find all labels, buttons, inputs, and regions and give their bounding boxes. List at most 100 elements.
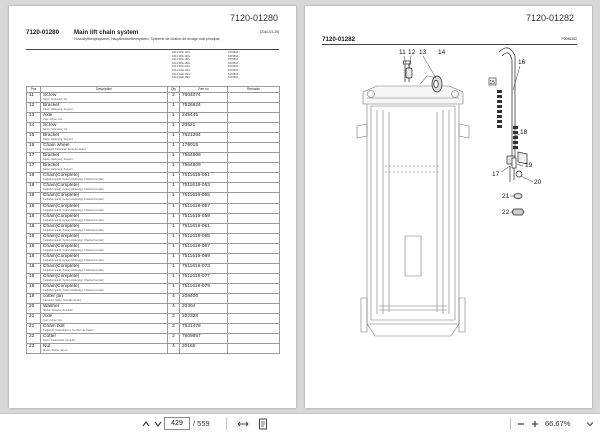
model-serial: 6370816 - bbox=[228, 58, 240, 62]
row-description-text: cotter pin bbox=[43, 293, 63, 299]
row-remarks bbox=[227, 162, 280, 174]
zoom-in-button[interactable] bbox=[528, 417, 542, 431]
model-serial: 6370816 - bbox=[228, 72, 240, 76]
row-qty: 1 bbox=[167, 242, 180, 254]
row-pos: 11 bbox=[26, 91, 41, 104]
model-name: 1814 SPE 125L bbox=[172, 51, 191, 54]
row-description-text: Washer bbox=[43, 303, 60, 309]
row-description-translations: Fäste; Halterung; Support bbox=[43, 108, 73, 112]
row-part-number: 7511616-051 bbox=[179, 172, 228, 184]
callout-leaders bbox=[403, 55, 534, 213]
row-description: Chain(Complete)Kedja(komplett); Kette(vo… bbox=[40, 212, 168, 224]
row-pos: 15 bbox=[26, 132, 41, 144]
row-qty: 4 bbox=[167, 292, 180, 304]
zoom-out-button[interactable] bbox=[514, 417, 528, 431]
row-remarks bbox=[227, 112, 280, 124]
row-part-number: 20165 bbox=[179, 343, 228, 355]
row-description-translations: Axel; Achse; Axe bbox=[43, 118, 63, 122]
row-qty: 4 bbox=[167, 343, 180, 355]
row-description: Chain(Complete)Kedja(komplett); Kette(vo… bbox=[40, 222, 168, 234]
row-pos: 18 bbox=[26, 272, 41, 284]
row-qty: 1 bbox=[167, 192, 180, 204]
row-description-text: Chain(Complete) bbox=[43, 203, 80, 209]
row-qty: 1 bbox=[167, 222, 180, 234]
fit-width-button[interactable] bbox=[236, 417, 250, 431]
row-part-number: 7521254 bbox=[179, 132, 228, 144]
row-qty: 4 bbox=[167, 302, 180, 315]
row-description-translations: Kedja(komplett); Kette(vollständig); Cha… bbox=[43, 278, 104, 282]
figure-reference: P0046182 bbox=[561, 37, 577, 41]
row-part-number: 208406 bbox=[179, 292, 228, 304]
model-serial: 6370816 - bbox=[228, 51, 240, 54]
row-description-text: Nut bbox=[43, 344, 51, 350]
model-serial: 6370816 - bbox=[228, 54, 240, 58]
row-part-number: 7511616-069 bbox=[179, 252, 228, 264]
callout-15: 15 bbox=[490, 80, 496, 86]
page-number-input[interactable]: 429 bbox=[164, 417, 190, 430]
fit-page-button[interactable] bbox=[256, 417, 270, 431]
row-remarks bbox=[227, 252, 280, 264]
row-description: Chain(Complete)Kedja(komplett); Kette(vo… bbox=[40, 172, 168, 184]
row-qty: 1 bbox=[167, 102, 180, 114]
zoom-level-dropdown[interactable]: 66.67% bbox=[545, 419, 571, 428]
row-description-translations: Kedja(komplett); Kette(vollständig); Cha… bbox=[43, 268, 104, 272]
row-description: Chain(Complete)Kedja(komplett); Kette(vo… bbox=[40, 192, 168, 204]
row-description-translations: Kedja(komplett); Kette(vollständig); Cha… bbox=[43, 198, 104, 202]
row-description-text: Chain(Complete) bbox=[43, 183, 80, 189]
row-pos: 17 bbox=[26, 152, 41, 164]
row-qty: 1 bbox=[167, 142, 180, 154]
row-description-text: Chain(Complete) bbox=[43, 283, 80, 289]
zoom-dropdown-button[interactable] bbox=[583, 417, 597, 431]
row-part-number: 7511616-053 bbox=[179, 182, 228, 194]
row-remarks bbox=[227, 212, 280, 224]
row-description-translations: Kedja(komplett); Kette(vollständig); Cha… bbox=[43, 288, 104, 292]
next-page-button[interactable] bbox=[151, 417, 165, 431]
previous-page-button[interactable] bbox=[139, 417, 153, 431]
section-divider bbox=[26, 49, 279, 50]
row-description-text: Axle bbox=[43, 113, 53, 119]
callout-12: 12 bbox=[408, 49, 416, 56]
row-remarks bbox=[227, 232, 280, 244]
row-description-text: Cotter bbox=[43, 334, 57, 340]
row-pos: 18 bbox=[26, 262, 41, 274]
row-part-number: 7564808 bbox=[179, 152, 228, 164]
exploded-parts bbox=[403, 47, 528, 216]
row-part-number: 7511616-079 bbox=[179, 282, 228, 294]
row-remarks bbox=[227, 122, 280, 134]
row-description-text: Chain(Complete) bbox=[43, 263, 80, 269]
row-description-text: Chain(Complete) bbox=[43, 223, 80, 229]
row-part-number: 7564809 bbox=[179, 162, 228, 174]
row-description-text: Chain(Complete) bbox=[43, 243, 80, 249]
row-description: Chain(Complete)Kedja(komplett); Kette(vo… bbox=[40, 252, 168, 264]
zoom-out-icon bbox=[518, 423, 524, 425]
row-pos: 18 bbox=[26, 282, 41, 294]
callout-16: 16 bbox=[518, 59, 526, 66]
model-name: 1814 SPE 180L bbox=[172, 61, 191, 65]
row-part-number: 245445 bbox=[179, 112, 228, 124]
row-part-number: 202328 bbox=[179, 313, 228, 325]
section-title: Main lift chain system bbox=[74, 29, 139, 36]
row-description-text: Chain(Complete) bbox=[43, 273, 80, 279]
row-description-text: Bracket bbox=[43, 163, 60, 169]
row-qty: 1 bbox=[167, 162, 180, 174]
